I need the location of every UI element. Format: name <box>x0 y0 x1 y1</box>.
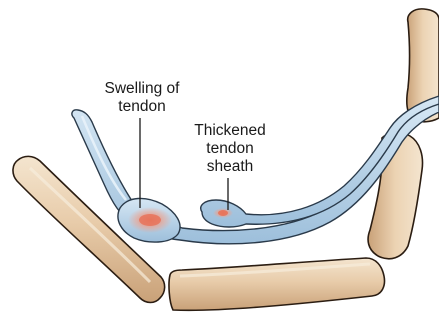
label-swelling-line-1: Swelling of <box>86 80 198 98</box>
bone-bottom-horizontal <box>169 258 385 310</box>
label-swelling-line-2: tendon <box>86 98 198 116</box>
label-swelling-of-tendon: Swelling of tendon <box>86 80 198 116</box>
label-sheath-line-2: tendon <box>176 140 284 158</box>
tendon-swelling <box>118 198 180 242</box>
label-sheath-line-3: sheath <box>176 158 284 176</box>
label-thickened-tendon-sheath: Thickened tendon sheath <box>176 122 284 176</box>
label-sheath-line-1: Thickened <box>176 122 284 140</box>
